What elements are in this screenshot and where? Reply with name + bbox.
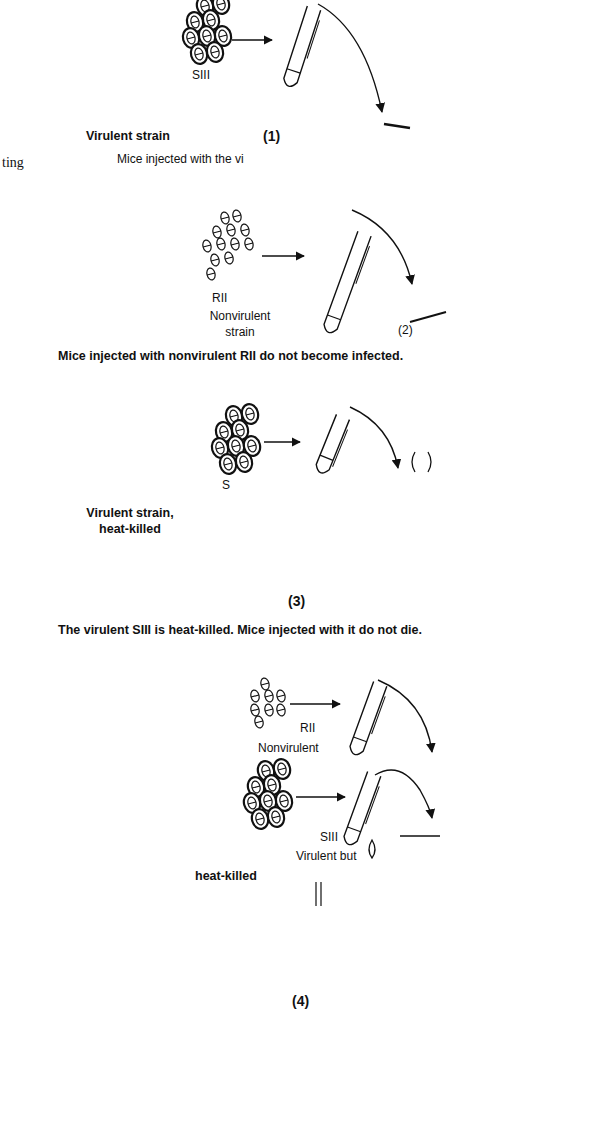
rough-cell-cluster: [250, 677, 287, 729]
syringe-fragment: [412, 452, 431, 472]
caption: Mice injected with the vi: [117, 152, 244, 168]
arrow: [264, 441, 300, 442]
arrow: [290, 703, 340, 704]
smooth-cell-cluster: [210, 402, 263, 475]
test-tube: [314, 414, 351, 476]
strain-symbol: SIII: [320, 830, 338, 846]
syringe-fragment: [384, 124, 410, 128]
strain-name: heat-killed: [195, 868, 257, 884]
panel-number: (2): [398, 323, 413, 339]
curved-arrow: [318, 4, 382, 112]
caption: Mice injected with nonvirulent RII do no…: [58, 348, 588, 364]
strain-name: Nonvirulent strain: [198, 309, 282, 340]
test-tube: [348, 682, 389, 758]
strain-symbol: RII: [300, 721, 315, 737]
strain-name: Virulent but: [296, 849, 357, 865]
arrow: [262, 255, 304, 256]
curved-arrow: [352, 210, 412, 284]
curved-arrow: [375, 770, 432, 818]
arrow: [296, 796, 345, 797]
strain-name: Virulent strain, heat-killed: [72, 505, 188, 538]
arrow: [232, 39, 272, 40]
panel-number: (4): [292, 992, 309, 1010]
syringe-fragment: [410, 312, 446, 322]
test-tube: [322, 231, 373, 335]
rough-cell-cluster: [202, 209, 255, 281]
burner-stand: [316, 882, 321, 906]
curved-arrow: [378, 680, 432, 752]
caption: The virulent SIII is heat-killed. Mice i…: [58, 622, 563, 638]
smooth-cell-cluster: [242, 757, 295, 830]
strain-symbol: SIII: [192, 68, 210, 84]
strain-symbol: S: [222, 478, 230, 494]
curved-arrow: [350, 407, 398, 468]
smooth-cell-cluster: [181, 0, 234, 66]
panel-number: (3): [288, 592, 305, 610]
test-tube: [342, 772, 383, 848]
strain-name: Virulent strain: [86, 128, 170, 144]
syringe-fragment: [400, 835, 440, 836]
panel-number: (1): [263, 127, 280, 145]
flame: [369, 840, 375, 858]
test-tube: [282, 6, 323, 89]
strain-symbol: RII: [212, 291, 227, 307]
strain-name: Nonvirulent: [258, 741, 319, 757]
cut-text: ting: [2, 154, 24, 172]
